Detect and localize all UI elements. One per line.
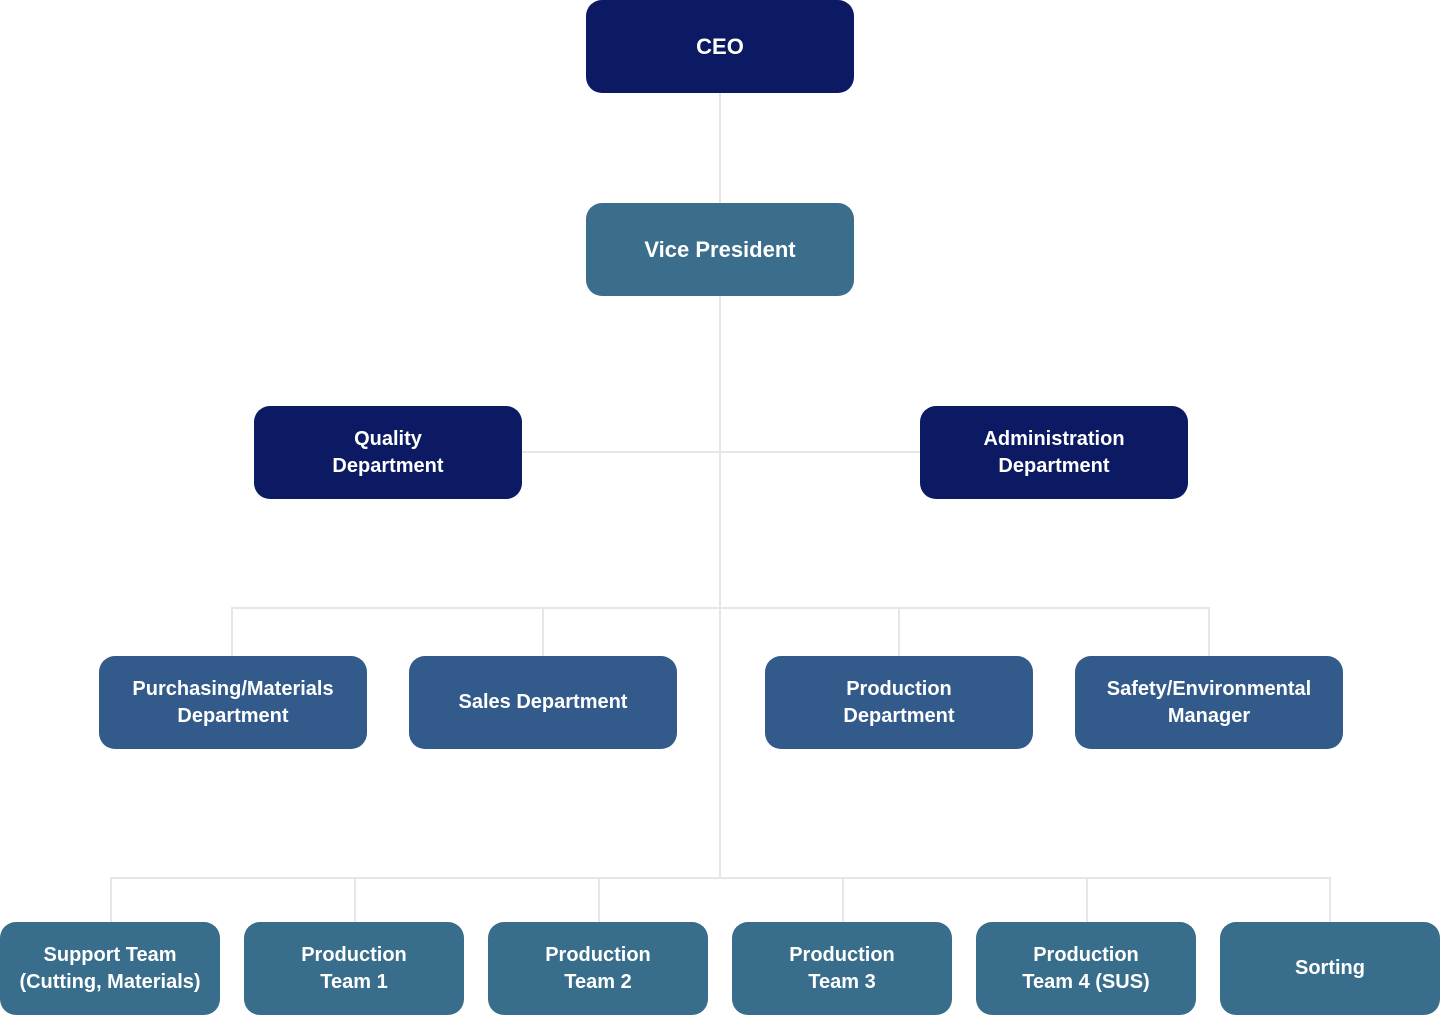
connector-dept-drop (542, 607, 544, 656)
connector-dept-drop (231, 607, 233, 656)
node-sorting: Sorting (1220, 922, 1440, 1015)
node-production-team-4-sus: Production Team 4 (SUS) (976, 922, 1196, 1015)
node-production-team-3: Production Team 3 (732, 922, 952, 1015)
connector-teams-horizontal (110, 877, 1331, 879)
node-sales-department: Sales Department (409, 656, 677, 749)
connector-team-drop (110, 877, 112, 922)
node-vice-president: Vice President (586, 203, 854, 296)
connector-team-drop (1329, 877, 1331, 922)
node-administration-department: Administration Department (920, 406, 1188, 499)
connector-team-drop (598, 877, 600, 922)
connector-departments-horizontal (231, 607, 1210, 609)
connector-dept-drop (1208, 607, 1210, 656)
node-support-team: Support Team (Cutting, Materials) (0, 922, 220, 1015)
connector-team-drop (842, 877, 844, 922)
connector-team-drop (1086, 877, 1088, 922)
node-quality-department: Quality Department (254, 406, 522, 499)
node-safety-environmental-manager: Safety/Environmental Manager (1075, 656, 1343, 749)
node-production-team-2: Production Team 2 (488, 922, 708, 1015)
node-purchasing-materials-department: Purchasing/Materials Department (99, 656, 367, 749)
node-ceo: CEO (586, 0, 854, 93)
connector-dept-drop (898, 607, 900, 656)
connector-staff-horizontal (522, 451, 920, 453)
connector-team-drop (354, 877, 356, 922)
node-production-department: Production Department (765, 656, 1033, 749)
node-production-team-1: Production Team 1 (244, 922, 464, 1015)
connector-main-vertical (719, 93, 721, 879)
